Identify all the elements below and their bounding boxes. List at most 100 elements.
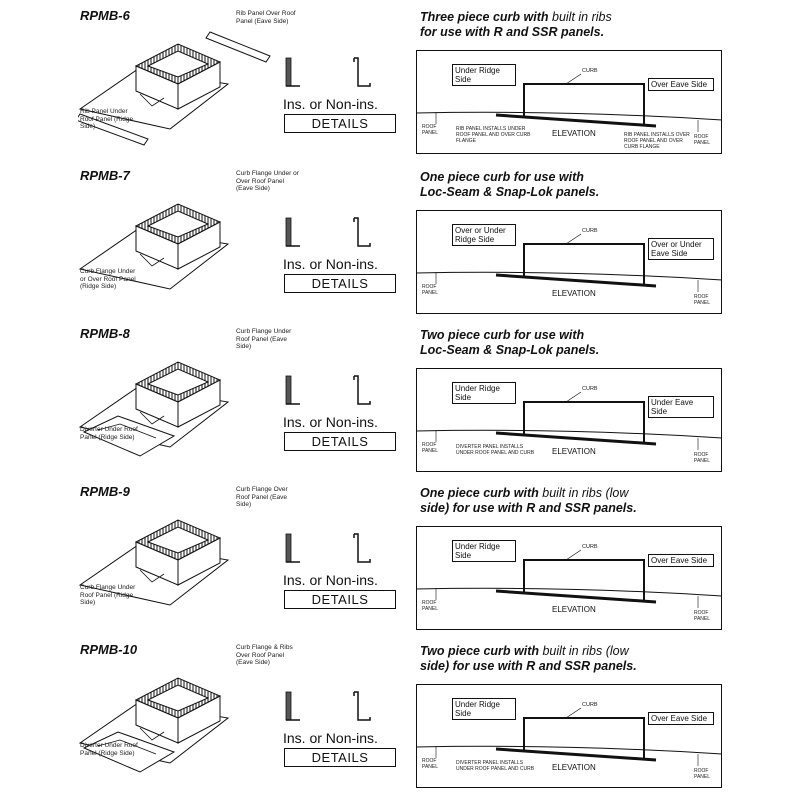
curb-label: CURB — [582, 68, 598, 74]
description-bold: One piece curb with — [420, 486, 539, 500]
insulation-label: Ins. or Non-ins. — [283, 730, 378, 746]
curb-profile-details — [285, 533, 371, 563]
left-install-note: DIVERTER PANEL INSTALLS UNDER ROOF PANEL… — [456, 760, 535, 772]
insulation-label: Ins. or Non-ins. — [283, 256, 378, 272]
description-bold: Two piece curb with — [420, 644, 539, 658]
curb-row: RPMB-6 Rib Panel Over Roof Panel (Eave S… — [0, 0, 800, 158]
description-bold: Three piece curb with — [420, 10, 549, 24]
curb-label: CURB — [582, 544, 598, 550]
eave-side-box: Over Eave Side — [648, 78, 714, 91]
ridge-side-box: Under Ridge Side — [452, 698, 516, 720]
left-install-note: DIVERTER PANEL INSTALLS UNDER ROOF PANEL… — [456, 444, 535, 456]
details-label: DETAILS — [284, 114, 396, 133]
right-install-note: RIB PANEL INSTALLS OVER ROOF PANEL AND O… — [624, 132, 690, 150]
left-install-note: RIB PANEL INSTALLS UNDER ROOF PANEL AND … — [456, 126, 531, 144]
elevation-frame — [416, 526, 722, 630]
curb-profile-details — [285, 691, 371, 721]
details-label: DETAILS — [284, 590, 396, 609]
rib-panel-ridge — [78, 113, 149, 146]
elevation-diagram: Under Ridge Side Under Eave Side CURB RO… — [416, 368, 722, 472]
curb-profile-details — [285, 57, 371, 87]
elevation-caption: ELEVATION — [552, 763, 596, 772]
rib-panel-eave — [205, 31, 271, 63]
curb-description: Three piece curb with built in ribs for … — [420, 10, 612, 40]
description-line2: side) for use with R and SSR panels. — [420, 501, 637, 515]
roof-panel-right: ROOF PANEL — [694, 610, 711, 622]
ridge-side-box: Under Ridge Side — [452, 64, 516, 86]
model-name: RPMB-9 — [80, 484, 130, 499]
description-light: built in ribs (low — [542, 486, 629, 500]
eave-side-note: Curb Flange Over Roof Panel (Eave Side) — [236, 486, 288, 508]
roof-panel-right: ROOF PANEL — [694, 452, 711, 464]
eave-side-note: Curb Flange Under or Over Roof Panel (Ea… — [236, 170, 299, 192]
curb-profile-details — [285, 217, 371, 247]
curb-description: Two piece curb with built in ribs (low s… — [420, 644, 637, 674]
eave-side-box: Over or Under Eave Side — [648, 238, 714, 260]
roof-panel-left: ROOF PANEL — [422, 600, 439, 612]
details-label: DETAILS — [284, 274, 396, 293]
curb-row: RPMB-7 Curb Flange Under or Over Roof Pa… — [0, 160, 800, 318]
isometric-curb-drawing — [78, 677, 230, 773]
eave-side-box: Over Eave Side — [648, 712, 714, 725]
description-bold: One piece curb for use with — [420, 170, 584, 184]
elevation-caption: ELEVATION — [552, 289, 596, 298]
isometric-curb-drawing — [78, 31, 271, 146]
description-line2: side) for use with R and SSR panels. — [420, 659, 637, 673]
description-light: built in ribs — [552, 10, 612, 24]
curb-description: One piece curb for use with Loc-Seam & S… — [420, 170, 599, 200]
description-line2: for use with R and SSR panels. — [420, 25, 605, 39]
curb-row: RPMB-9 Curb Flange Over Roof Panel (Eave… — [0, 476, 800, 634]
roof-panel-right: ROOF PANEL — [694, 294, 711, 306]
ridge-side-box: Under Ridge Side — [452, 382, 516, 404]
description-line2: Loc-Seam & Snap-Lok panels. — [420, 185, 600, 199]
curb-label: CURB — [582, 702, 598, 708]
eave-side-note: Rib Panel Over Roof Panel (Eave Side) — [236, 10, 296, 25]
diverter-panel — [82, 731, 176, 773]
elevation-diagram: Under Ridge Side Over Eave Side CURB ROO… — [416, 684, 722, 788]
insulation-label: Ins. or Non-ins. — [283, 96, 378, 112]
model-name: RPMB-7 — [80, 168, 130, 183]
roof-panel-left: ROOF PANEL — [422, 124, 439, 136]
curb-profile-details — [285, 375, 371, 405]
curb-description: Two piece curb for use with Loc-Seam & S… — [420, 328, 599, 358]
eave-side-box: Over Eave Side — [648, 554, 714, 567]
description-light: built in ribs (low — [542, 644, 629, 658]
ridge-side-note: Diverter Under Roof Panel (Ridge Side) — [80, 742, 138, 757]
roof-panel-left: ROOF PANEL — [422, 758, 439, 770]
eave-side-note: Curb Flange Under Roof Panel (Eave Side) — [236, 328, 292, 350]
roof-panel-left: ROOF PANEL — [422, 442, 439, 454]
isometric-curb-drawing — [78, 519, 230, 606]
roof-panel-right: ROOF PANEL — [694, 768, 711, 780]
insulation-label: Ins. or Non-ins. — [283, 414, 378, 430]
elevation-caption: ELEVATION — [552, 605, 596, 614]
insulation-label: Ins. or Non-ins. — [283, 572, 378, 588]
ridge-side-box: Over or Under Ridge Side — [452, 224, 516, 246]
details-label: DETAILS — [284, 432, 396, 451]
isometric-curb-drawing — [78, 361, 230, 457]
description-line2: Loc-Seam & Snap-Lok panels. — [420, 343, 600, 357]
elevation-diagram: Over or Under Ridge Side Over or Under E… — [416, 210, 722, 314]
model-name: RPMB-10 — [80, 642, 138, 657]
elevation-caption: ELEVATION — [552, 129, 596, 138]
ridge-side-note: Curb Flange Under Roof Panel (Ridge Side… — [80, 584, 136, 606]
diverter-ridge-line — [97, 423, 157, 439]
eave-side-note: Curb Flange & Ribs Over Roof Panel (Eave… — [236, 644, 293, 666]
curb-row: RPMB-8 Curb Flange Under Roof Panel (Eav… — [0, 318, 800, 476]
ridge-side-box: Under Ridge Side — [452, 540, 516, 562]
roof-panel-right: ROOF PANEL — [694, 134, 711, 146]
curb-label: CURB — [582, 386, 598, 392]
diverter-panel — [82, 415, 176, 457]
ridge-side-note: Diverter Under Roof Panel (Ridge Side) — [80, 426, 138, 441]
ridge-side-note: Curb Flange Under or Over Roof Panel (Ri… — [80, 268, 136, 290]
ridge-side-note: Rib Panel Under Roof Panel (Ridge Side) — [80, 108, 134, 130]
diverter-ridge-line — [97, 739, 157, 755]
curb-label: CURB — [582, 228, 598, 234]
details-label: DETAILS — [284, 748, 396, 767]
elevation-diagram: Under Ridge Side Over Eave Side CURB ROO… — [416, 50, 722, 154]
curb-description: One piece curb with built in ribs (low s… — [420, 486, 637, 516]
model-name: RPMB-8 — [80, 326, 130, 341]
elevation-diagram: Under Ridge Side Over Eave Side CURB ROO… — [416, 526, 722, 630]
model-name: RPMB-6 — [80, 8, 130, 23]
description-bold: Two piece curb for use with — [420, 328, 585, 342]
isometric-curb-drawing — [78, 203, 230, 290]
